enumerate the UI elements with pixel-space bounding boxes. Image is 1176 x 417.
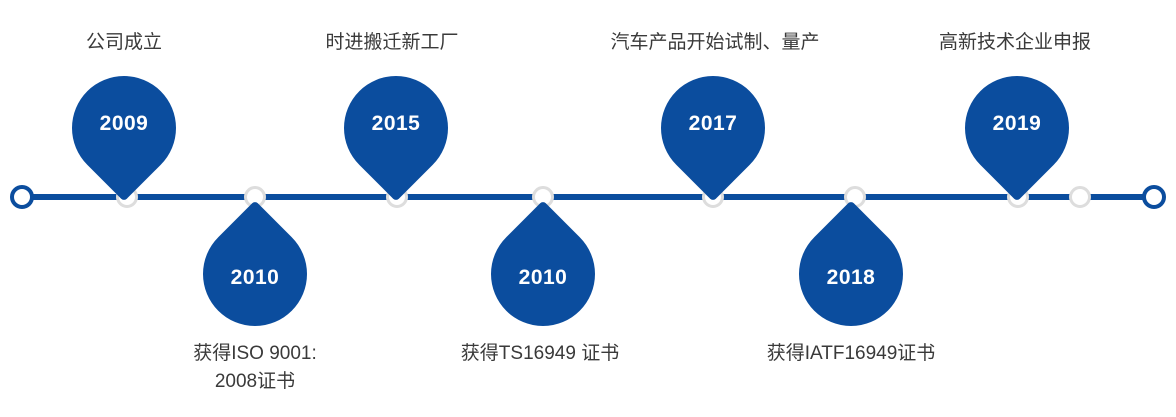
milestone-caption-2018-5: 获得IATF16949证书: [766, 343, 936, 364]
milestone-year-label: 2010: [230, 266, 280, 289]
milestone-caption-2019-6: 高新技术企业申报: [938, 32, 1092, 53]
milestone-caption-2009-0: 公司成立: [85, 32, 163, 53]
milestone-year-label: 2018: [826, 266, 876, 289]
milestone-caption-2017-4: 汽车产品开始试制、量产: [610, 32, 820, 53]
timeline-start-marker: [10, 185, 34, 209]
milestone-pin-2018-5[interactable]: 2018: [777, 200, 925, 348]
timeline-rail: [22, 194, 1154, 200]
milestone-pin-2019-6[interactable]: 2019: [943, 54, 1091, 202]
milestone-year-label: 2017: [688, 112, 738, 135]
timeline-end-marker: [1142, 185, 1166, 209]
timeline-node-7: [1069, 186, 1091, 208]
milestone-year-label: 2019: [992, 112, 1042, 135]
milestone-pin-2009-0[interactable]: 2009: [50, 54, 198, 202]
milestone-pin-2015-2[interactable]: 2015: [322, 54, 470, 202]
milestone-year-label: 2010: [518, 266, 568, 289]
milestone-year-label: 2009: [99, 112, 149, 135]
milestone-caption-2015-2: 时进搬迁新工厂: [325, 32, 459, 53]
milestone-pin-2010-1[interactable]: 2010: [181, 200, 329, 348]
milestone-caption-2010-1: 获得ISO 9001: 2008证书: [193, 343, 317, 392]
milestone-year-label: 2015: [371, 112, 421, 135]
milestone-caption-2010-3: 获得TS16949 证书: [460, 343, 620, 364]
milestone-pin-2010-3[interactable]: 2010: [469, 200, 617, 348]
milestone-pin-2017-4[interactable]: 2017: [639, 54, 787, 202]
